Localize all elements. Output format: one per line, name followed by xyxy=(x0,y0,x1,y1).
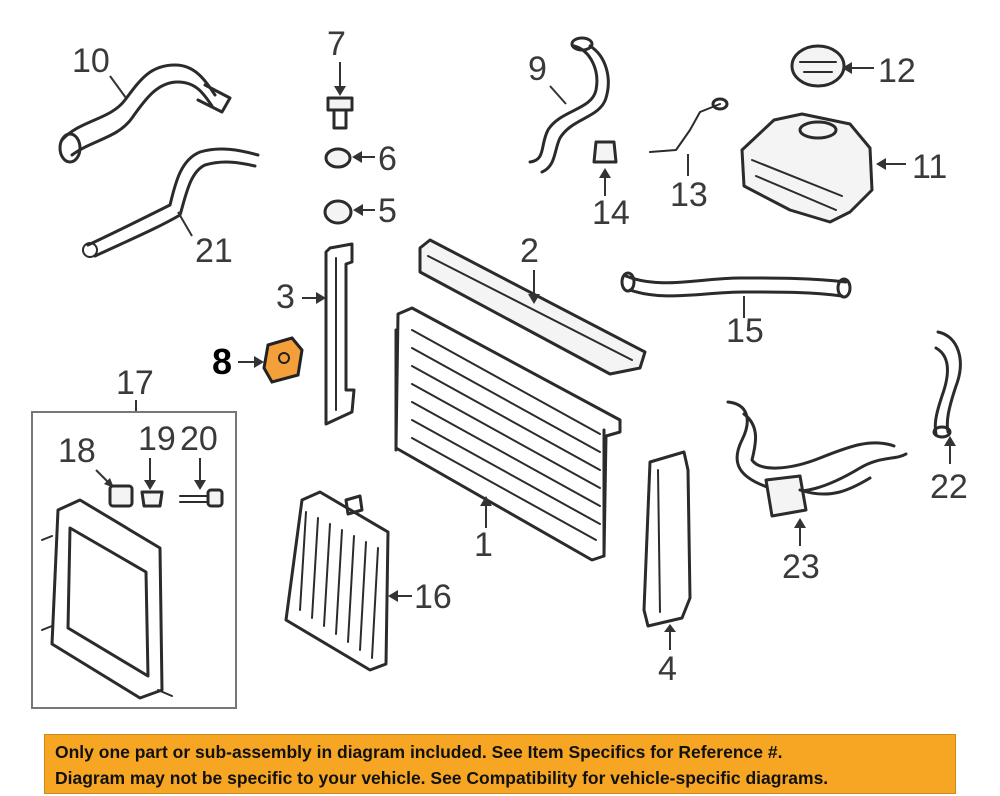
part-12-reservoir-cap xyxy=(790,44,846,88)
callout-17: 17 xyxy=(116,364,154,402)
callout-7: 7 xyxy=(327,25,346,63)
callout-4: 4 xyxy=(658,650,677,688)
group-17-box xyxy=(31,411,237,709)
callout-22: 22 xyxy=(930,468,968,506)
part-11-coolant-reservoir xyxy=(740,112,874,224)
callout-16: 16 xyxy=(414,578,452,616)
callout-9: 9 xyxy=(528,50,547,88)
part-15-hose xyxy=(620,271,852,299)
callout-5: 5 xyxy=(378,192,397,230)
part-3-side-deflector xyxy=(324,242,356,426)
part-18-nut xyxy=(108,484,134,508)
part-23-hose-assembly xyxy=(726,400,908,518)
part-13-vent-line xyxy=(649,97,729,153)
callout-10: 10 xyxy=(72,42,110,80)
callout-2: 2 xyxy=(520,232,539,270)
callout-14: 14 xyxy=(592,194,630,232)
callout-3: 3 xyxy=(276,278,295,316)
part-19-clip xyxy=(140,490,164,508)
callout-12: 12 xyxy=(878,52,916,90)
part-16-auxiliary-radiator xyxy=(284,490,390,672)
callout-23: 23 xyxy=(782,548,820,586)
part-1-radiator xyxy=(394,306,622,562)
part-14-plug xyxy=(592,140,618,164)
callout-1: 1 xyxy=(474,526,493,564)
part-17-frame xyxy=(41,498,173,700)
callout-21: 21 xyxy=(195,232,233,270)
part-21-hose xyxy=(82,147,260,258)
parts-diagram: 10 21 7 6 5 3 8 xyxy=(31,25,968,709)
part-5-mount xyxy=(323,199,353,225)
disclaimer-line-2: Diagram may not be specific to your vehi… xyxy=(55,768,829,788)
part-7-bolt xyxy=(326,96,354,130)
part-20-bolt xyxy=(179,488,224,508)
part-9-hose xyxy=(528,36,610,174)
part-2-upper-seal xyxy=(418,238,647,376)
callout-19: 19 xyxy=(138,420,176,458)
disclaimer-line-1: Only one part or sub-assembly in diagram… xyxy=(55,742,783,762)
callout-18: 18 xyxy=(58,432,96,470)
part-22-hose xyxy=(932,330,962,439)
part-4-side-deflector xyxy=(642,450,692,628)
part-10-upper-hose xyxy=(58,63,232,164)
disclaimer-banner: Only one part or sub-assembly in diagram… xyxy=(44,734,956,794)
callout-15: 15 xyxy=(726,312,764,350)
callout-20: 20 xyxy=(180,420,218,458)
callout-13: 13 xyxy=(670,176,708,214)
part-8-bracket-highlighted xyxy=(262,336,304,384)
callout-11: 11 xyxy=(912,148,947,186)
callout-6: 6 xyxy=(378,140,397,178)
callout-8: 8 xyxy=(212,341,232,382)
part-6-grommet xyxy=(324,147,352,169)
